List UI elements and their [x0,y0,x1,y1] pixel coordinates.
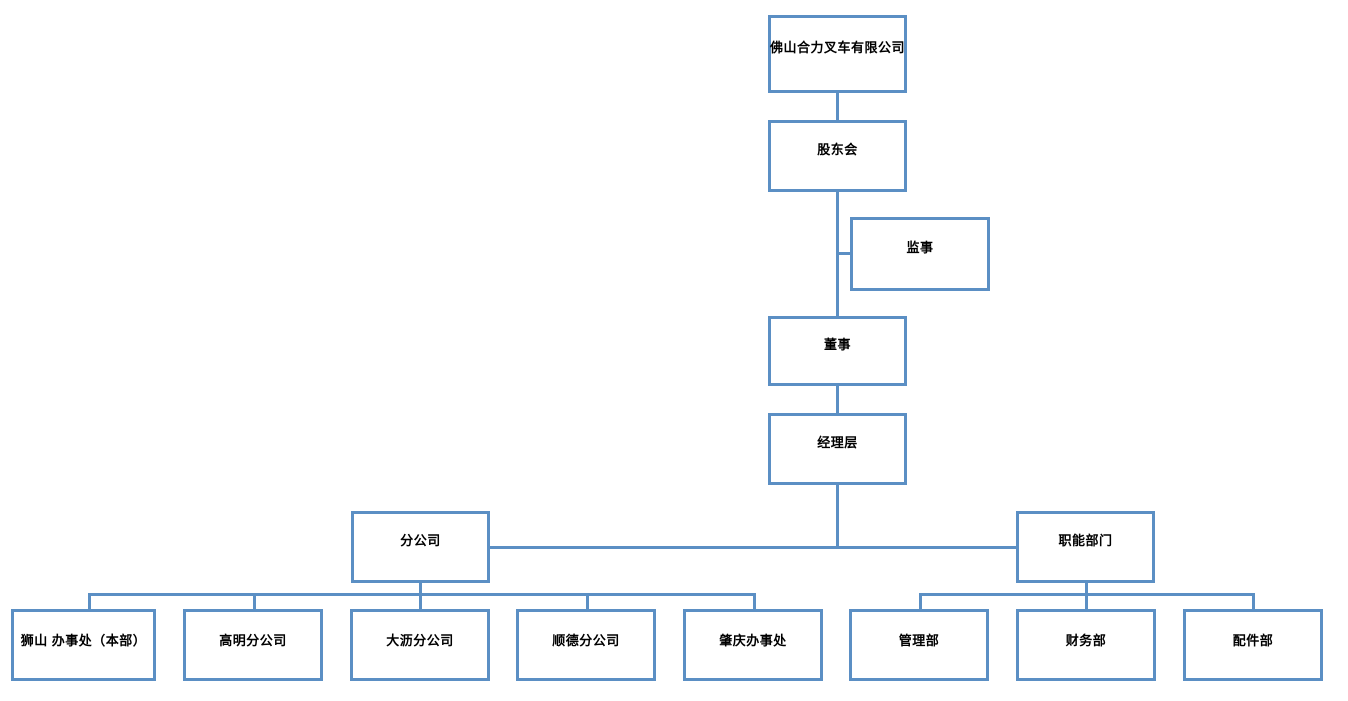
connector-director-to-management [836,386,839,414]
node-management-level[interactable]: 经理层 [768,413,907,485]
node-department-finance[interactable]: 财务部 [1016,609,1156,681]
node-director-label: 董事 [823,337,851,353]
node-branch-shunde-label: 顺德分公司 [552,633,620,649]
connector-spine-to-supervisor [836,252,853,255]
node-branch-dali-label: 大沥分公司 [386,633,454,649]
connector-department-stem [1085,583,1088,596]
node-department-management-label: 管理部 [898,633,940,649]
node-management-level-label: 经理层 [817,435,858,451]
connector-branch-stem [419,583,422,596]
connector-drop-department-2 [1085,593,1088,610]
node-branch-dali[interactable]: 大沥分公司 [350,609,490,681]
node-supervisor[interactable]: 监事 [850,217,990,291]
node-department-parts[interactable]: 配件部 [1183,609,1323,681]
node-branch-shunde[interactable]: 顺德分公司 [516,609,656,681]
node-branch-zhaoqing-office[interactable]: 肇庆办事处 [683,609,823,681]
node-branch-shishan-office[interactable]: 狮山 办事处（本部） [11,609,156,681]
connector-drop-department-3 [1252,593,1255,610]
connector-company-to-shareholders [836,93,839,121]
node-company[interactable]: 佛山合力叉车有限公司 [768,15,907,93]
connector-drop-branch-2 [253,593,256,610]
node-director[interactable]: 董事 [768,316,907,386]
node-shareholders-meeting[interactable]: 股东会 [768,120,907,192]
connector-drop-branch-1 [88,593,91,610]
node-supervisor-label: 监事 [906,240,934,256]
connector-drop-department-1 [919,593,922,610]
node-branch-gaoming-label: 高明分公司 [219,633,287,649]
node-functional-departments-label: 职能部门 [1058,533,1113,549]
connector-branch-distribution-bar [88,593,756,596]
node-department-finance-label: 财务部 [1065,633,1107,649]
node-branch-shishan-office-label: 狮山 办事处（本部） [20,633,147,649]
node-branch-companies[interactable]: 分公司 [351,511,490,583]
connector-drop-branch-5 [753,593,756,610]
connector-drop-branch-3 [419,593,422,610]
node-department-parts-label: 配件部 [1232,633,1274,649]
node-department-management[interactable]: 管理部 [849,609,989,681]
node-company-label: 佛山合力叉车有限公司 [770,40,906,56]
node-branch-gaoming[interactable]: 高明分公司 [183,609,323,681]
node-functional-departments[interactable]: 职能部门 [1016,511,1155,583]
node-branch-zhaoqing-office-label: 肇庆办事处 [719,633,787,649]
node-branch-companies-label: 分公司 [400,533,441,549]
connector-main-horizontal-bar [489,546,1019,549]
connector-management-to-bar [836,485,839,548]
node-shareholders-meeting-label: 股东会 [817,142,858,158]
connector-drop-branch-4 [586,593,589,610]
